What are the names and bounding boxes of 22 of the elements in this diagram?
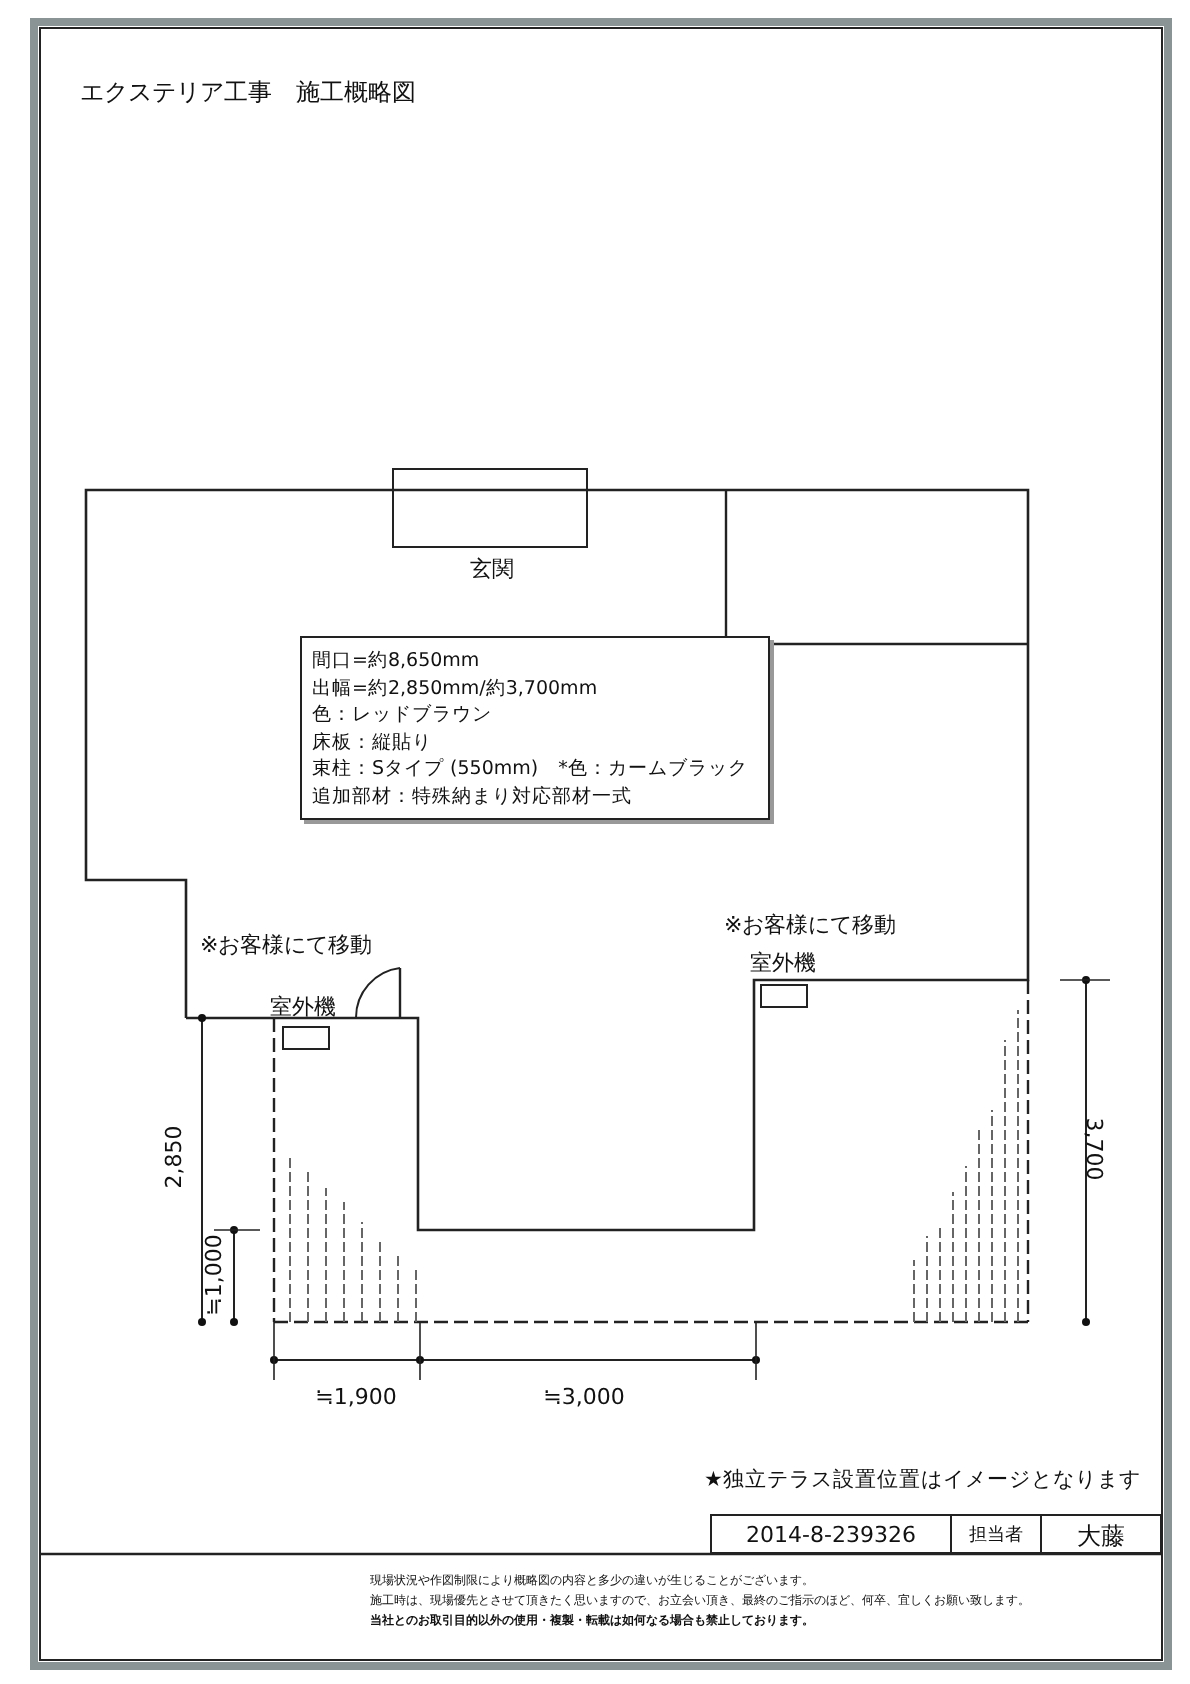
spec-line: 出幅=約2,850mm/約3,700mm [312, 675, 598, 701]
drawing-title: エクステリア工事 施工概略図 [80, 76, 416, 110]
unit-label: 室外機 [750, 948, 816, 978]
annotation-note: ※お客様にて移動 [724, 910, 897, 940]
staff-heading-cell: 担当者 [950, 1514, 1042, 1554]
spec-line: 束柱：Sタイプ (550mm) *色：カームブラック [312, 756, 748, 782]
room-label: 玄関 [468, 554, 516, 584]
spec-line: 色：レッドブラウン [312, 702, 492, 728]
annotation-note: ※お客様にて移動 [200, 930, 373, 960]
spec-line: 追加部材：特殊納まり対応部材一式 [312, 783, 632, 809]
dimension-text: ≒1,900 [313, 1384, 399, 1410]
spec-line: 間口=約8,650mm [312, 648, 480, 674]
drawing-number-cell: 2014-8-239326 [710, 1514, 952, 1554]
spec-note-box [300, 636, 770, 820]
dimension-text: 3,700 [1081, 1115, 1107, 1185]
spec-line: 床板：縦貼り [312, 729, 432, 755]
dimension-text: 2,850 [161, 1123, 187, 1193]
unit-label: 室外機 [270, 992, 336, 1022]
staff-name-cell: 大藤 [1040, 1514, 1162, 1554]
dimension-text: ≒3,000 [541, 1384, 627, 1410]
note-text: ★独立テラス設置位置はイメージとなります [704, 1466, 1141, 1494]
dimension-text: ≒1,000 [201, 1232, 227, 1320]
